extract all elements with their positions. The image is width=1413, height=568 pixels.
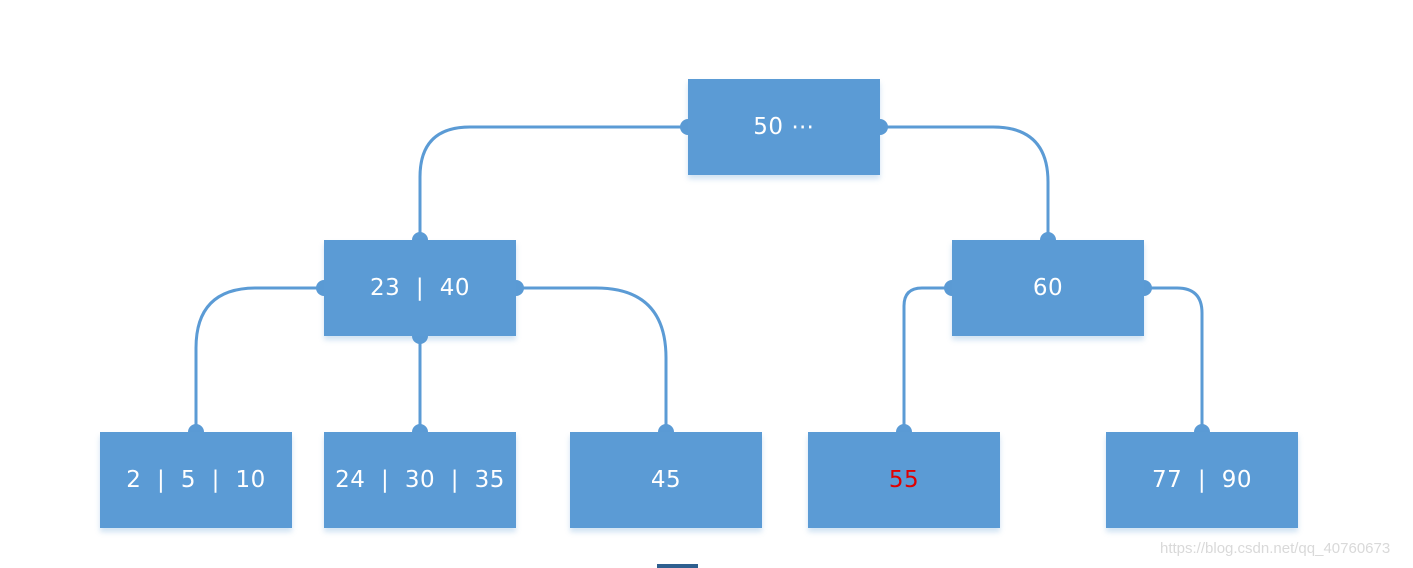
leaf-node-77-90-label: 77 | 90 <box>1151 467 1253 493</box>
internal-node-60-label: 60 <box>1032 275 1064 301</box>
leaf-node-55: 55 <box>808 432 1000 528</box>
leaf-node-2-5-10-label: 2 | 5 | 10 <box>126 467 266 493</box>
edge-60-to-leaf-4 <box>902 286 952 432</box>
edge-23-40-to-leaf-1 <box>194 286 324 432</box>
watermark-text: https://blog.csdn.net/qq_40760673 <box>1160 540 1391 557</box>
leaf-node-45: 45 <box>570 432 762 528</box>
root-node-label: 50 ⋯ <box>753 114 815 140</box>
internal-node-23-40-label: 23 | 40 <box>369 275 471 301</box>
edge-23-40-to-leaf-3 <box>516 286 668 432</box>
internal-node-23-40: 23 | 40 <box>324 240 516 336</box>
edge-root-left <box>418 125 688 240</box>
leaf-node-77-90: 77 | 90 <box>1106 432 1298 528</box>
leaf-node-24-30-35: 24 | 30 | 35 <box>324 432 516 528</box>
internal-node-60: 60 <box>952 240 1144 336</box>
leaf-node-45-label: 45 <box>650 467 682 493</box>
leaf-node-24-30-35-label: 24 | 30 | 35 <box>335 467 505 493</box>
root-node: 50 ⋯ <box>688 79 880 175</box>
edge-root-right <box>880 125 1050 240</box>
bottom-accent-bar <box>657 564 698 568</box>
leaf-node-55-label: 55 <box>888 467 920 493</box>
edge-60-to-leaf-5 <box>1144 286 1204 432</box>
leaf-node-2-5-10: 2 | 5 | 10 <box>100 432 292 528</box>
